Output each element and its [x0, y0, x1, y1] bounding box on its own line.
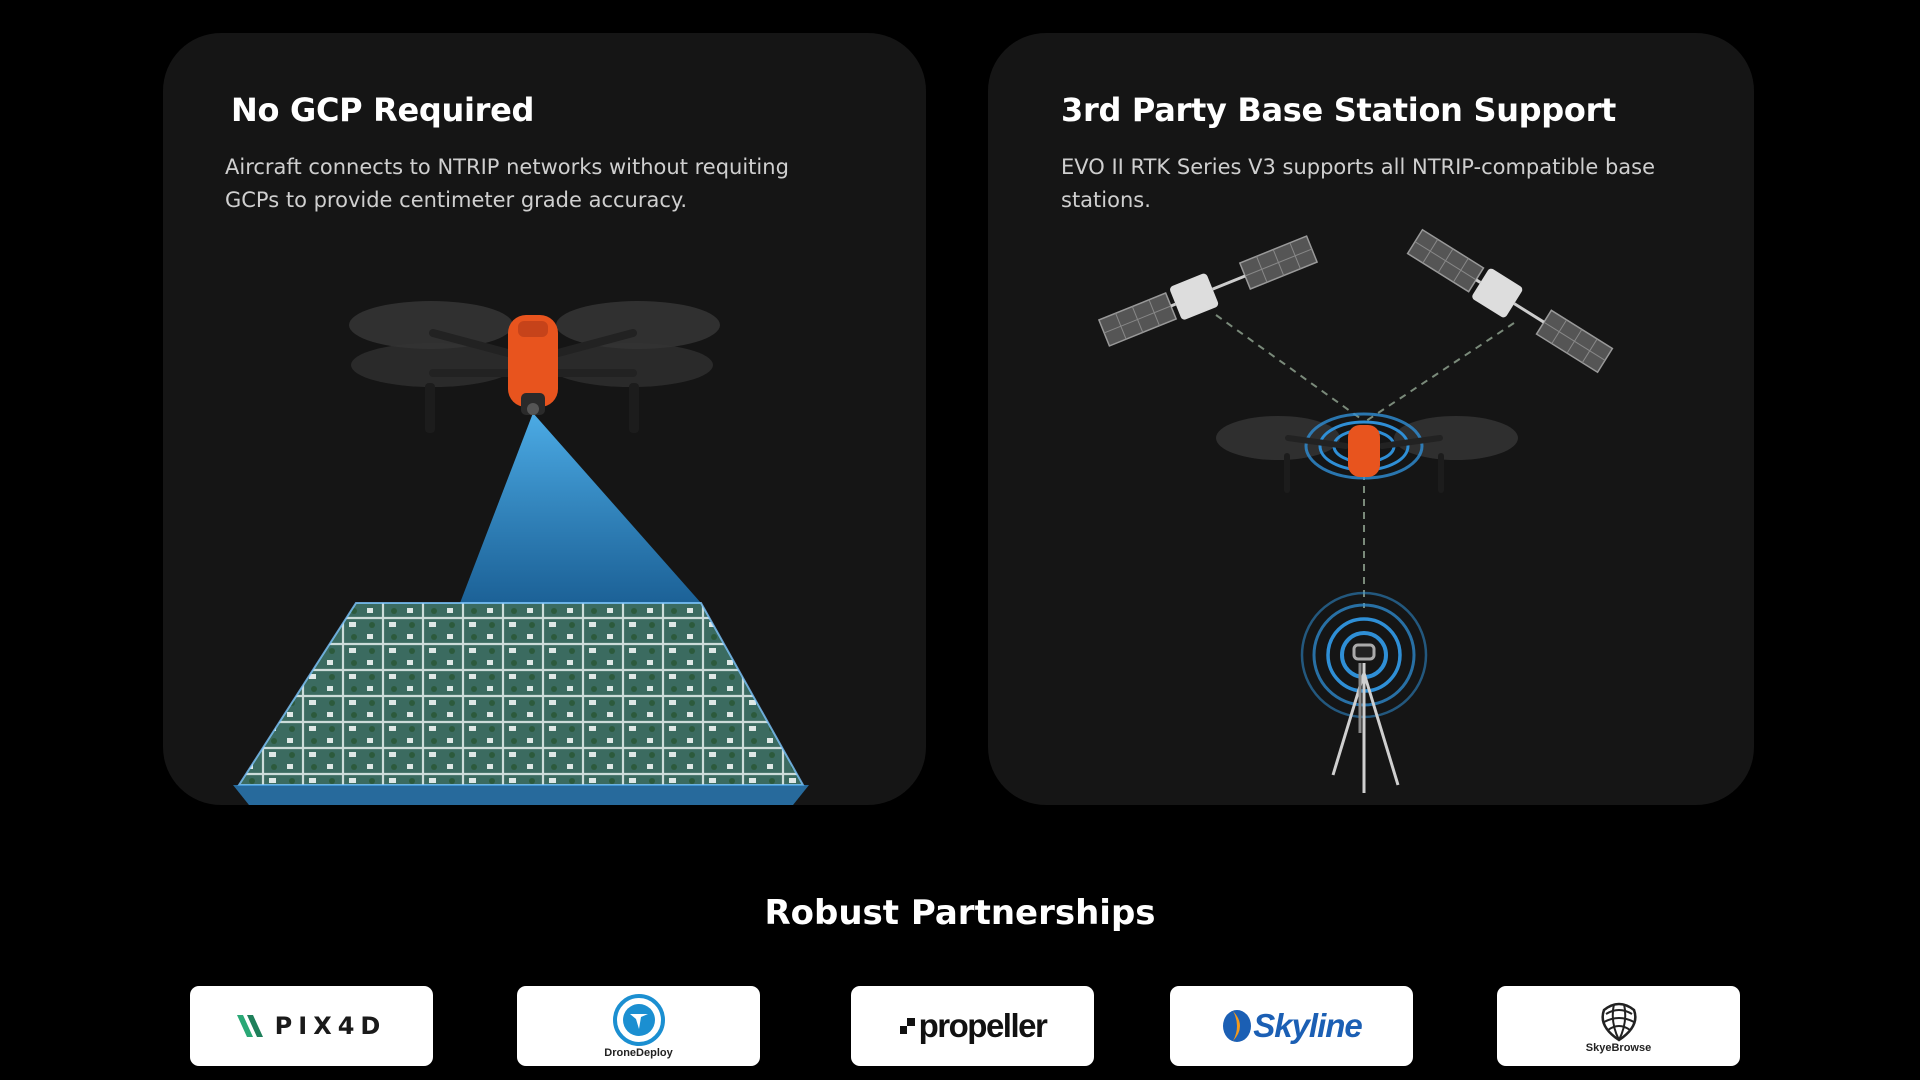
propeller-mark-icon [899, 1018, 915, 1034]
base-station-illustration [1097, 228, 1614, 793]
partner-logo-pix4d[interactable]: PIX4D [190, 986, 433, 1066]
partner-logo-text: propeller [918, 1007, 1048, 1044]
drone-icon [425, 315, 639, 433]
partner-logo-text: Skyline [1253, 1007, 1363, 1044]
partner-logo-skyebrowse[interactable]: SkyeBrowse [1497, 986, 1740, 1066]
partner-logo-skyline[interactable]: Skyline [1170, 986, 1413, 1066]
pix4d-mark-icon [236, 1015, 263, 1037]
aerial-map [239, 603, 803, 785]
partner-logo-text: PIX4D [274, 1012, 387, 1040]
section-title: Robust Partnerships [764, 893, 1156, 933]
partner-logos: PIX4D DroneDeploy propeller Skyline [0, 986, 1920, 1066]
partner-logo-propeller[interactable]: propeller [851, 986, 1094, 1066]
scan-beam [460, 413, 701, 603]
partner-logo-text: DroneDeploy [604, 1047, 673, 1059]
drone-icon [1284, 425, 1444, 493]
card-title: No GCP Required [231, 91, 535, 129]
satellite-left-icon [1097, 235, 1319, 347]
base-station-tripod-icon [1331, 643, 1400, 793]
card-title: 3rd Party Base Station Support [1061, 91, 1617, 129]
partner-logo-text: SkyeBrowse [1585, 1042, 1652, 1054]
skyebrowse-globe-icon [1600, 1002, 1637, 1042]
card-base-station: 3rd Party Base Station Support EVO II RT… [988, 33, 1754, 805]
signal-links [1215, 314, 1515, 608]
card-description: EVO II RTK Series V3 supports all NTRIP-… [1061, 155, 1656, 212]
satellite-right-icon [1406, 228, 1614, 374]
card-no-gcp: No GCP Required Aircraft connects to NTR… [163, 33, 926, 805]
partner-logo-dronedeploy[interactable]: DroneDeploy [517, 986, 760, 1066]
drone-survey-illustration [233, 301, 809, 805]
skyline-mark-icon [1223, 1010, 1252, 1042]
card-description: Aircraft connects to NTRIP networks with… [225, 155, 789, 212]
dronedeploy-mark-icon [612, 994, 665, 1046]
